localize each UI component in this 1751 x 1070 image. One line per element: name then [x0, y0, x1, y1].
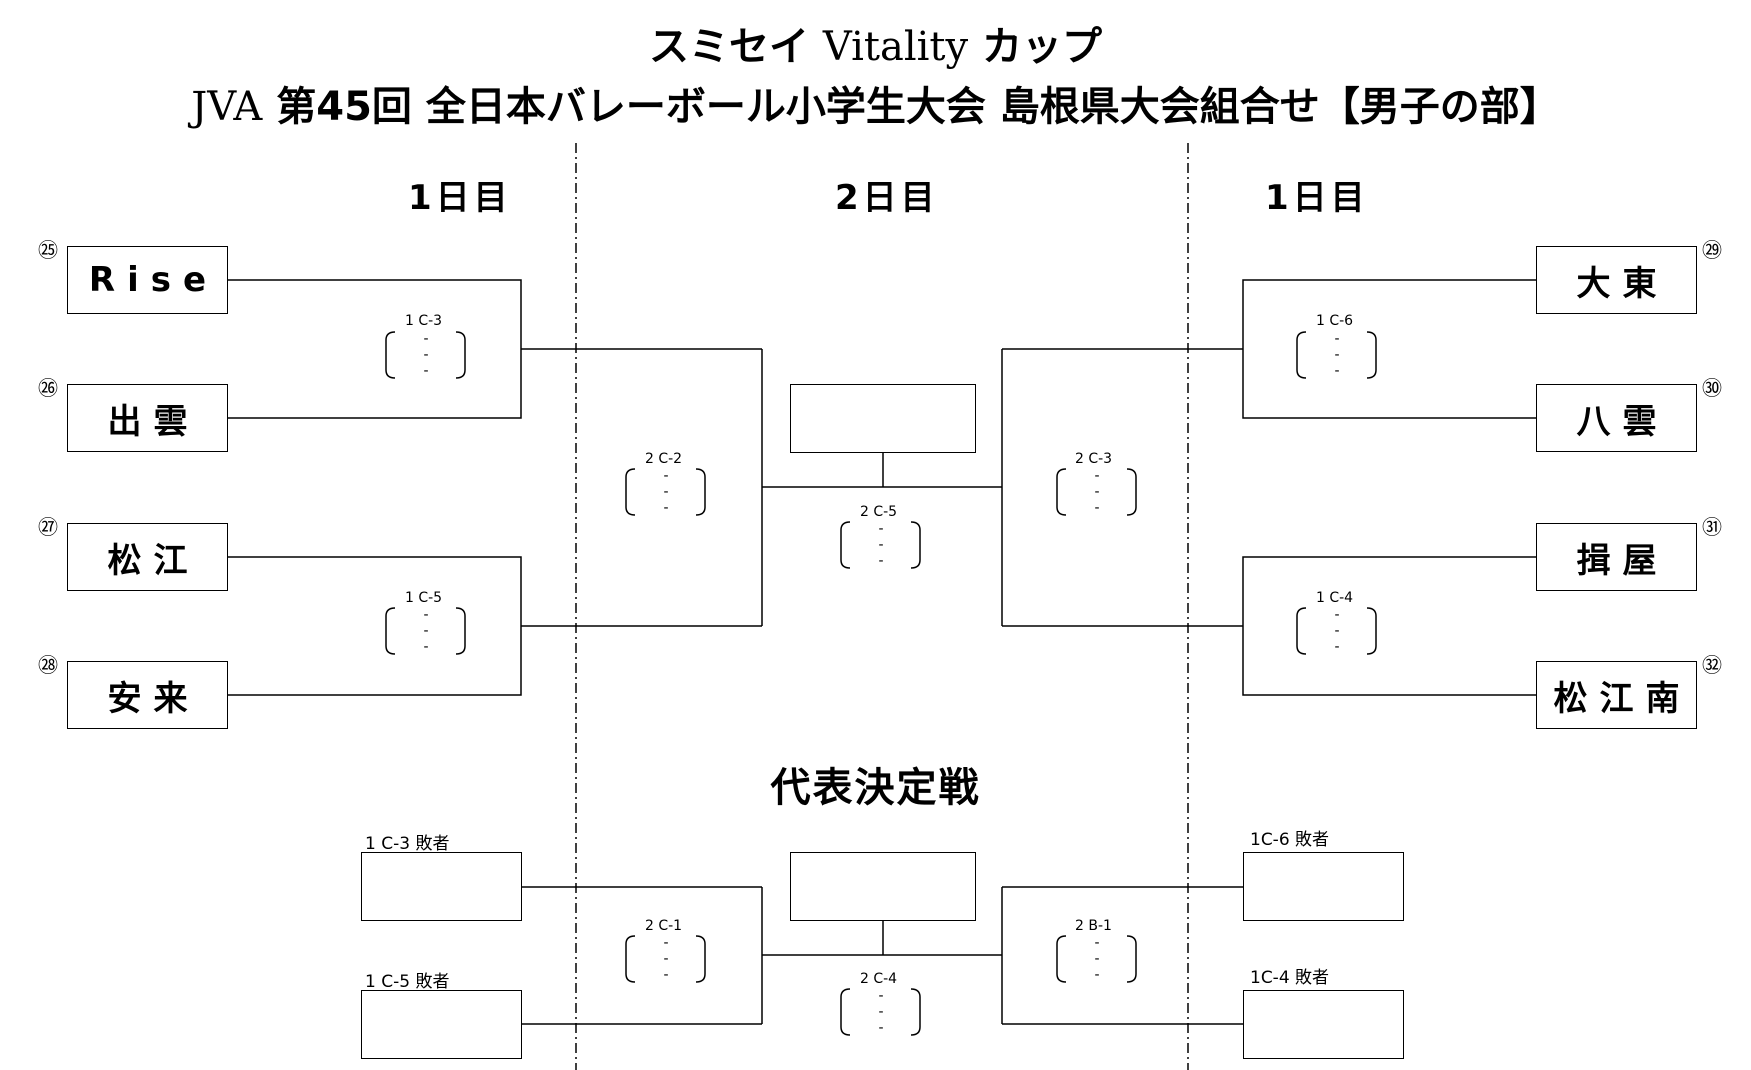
match-label: 1 C-4 [1316, 590, 1354, 606]
match-label: 2 C-4 [860, 971, 898, 987]
loser-box [1243, 852, 1404, 921]
score-bracket [1126, 935, 1137, 983]
team-box: Rise [67, 246, 228, 314]
seed-number: ㉗ [38, 515, 58, 539]
score-bracket [840, 521, 851, 569]
seed-number: ㉙ [1702, 238, 1722, 262]
bracket-line-left-top [228, 279, 522, 419]
match-label: 1 C-5 [405, 590, 443, 606]
score-bracket [625, 935, 636, 983]
score-bracket [1056, 468, 1067, 516]
score-bracket [1126, 468, 1137, 516]
score-placeholder: --- [1334, 607, 1340, 655]
seed-number: ㉜ [1702, 653, 1722, 677]
score-placeholder: --- [663, 935, 669, 983]
score-bracket [910, 988, 921, 1036]
team-box: 大東 [1536, 246, 1697, 314]
representative-winner-box [790, 852, 976, 921]
score-placeholder: --- [878, 521, 884, 569]
match-label: 2 C-1 [645, 918, 683, 934]
score-bracket [1296, 331, 1307, 379]
score-bracket [1296, 607, 1307, 655]
score-bracket [910, 521, 921, 569]
loser-label: 1C-6 敗者 [1250, 830, 1330, 850]
score-placeholder: --- [1094, 935, 1100, 983]
score-bracket [385, 331, 396, 379]
score-bracket [455, 331, 466, 379]
score-bracket [455, 607, 466, 655]
seed-number: ㉖ [38, 376, 58, 400]
score-placeholder: --- [1334, 331, 1340, 379]
loser-label: 1C-4 敗者 [1250, 968, 1330, 988]
winner-box [790, 384, 976, 453]
score-bracket [840, 988, 851, 1036]
team-box: 松江南 [1536, 661, 1697, 729]
match-label: 2 C-3 [1075, 451, 1113, 467]
score-bracket [385, 607, 396, 655]
match-label: 2 B-1 [1075, 918, 1112, 934]
score-placeholder: --- [423, 331, 429, 379]
page-title-line2: JVA 第45回 全日本バレーボール小学生大会 島根県大会組合せ【男子の部】 [191, 84, 1560, 130]
representative-heading: 代表決定戦 [770, 765, 981, 811]
score-bracket [625, 468, 636, 516]
loser-box [1243, 990, 1404, 1059]
match-label: 2 C-5 [860, 504, 898, 520]
seed-number: ㉚ [1702, 376, 1722, 400]
loser-box [361, 990, 522, 1059]
match-label: 1 C-6 [1316, 313, 1354, 329]
seed-number: ㉕ [38, 238, 58, 262]
loser-label: 1 C-3 敗者 [365, 834, 450, 854]
match-label: 1 C-3 [405, 313, 443, 329]
loser-box [361, 852, 522, 921]
score-placeholder: --- [423, 607, 429, 655]
team-box: 安来 [67, 661, 228, 729]
score-placeholder: --- [878, 988, 884, 1036]
team-box: 八雲 [1536, 384, 1697, 452]
day-label-right: 1日目 [1265, 178, 1369, 218]
seed-number: ㉛ [1702, 515, 1722, 539]
match-label: 2 C-2 [645, 451, 683, 467]
score-bracket [695, 935, 706, 983]
seed-number: ㉘ [38, 653, 58, 677]
bracket-line-left-bottom [228, 556, 522, 696]
day-label-left: 1日目 [408, 178, 512, 218]
page-title-line1: スミセイ Vitality カップ [648, 24, 1103, 70]
team-box: 揖屋 [1536, 523, 1697, 591]
score-bracket [1366, 607, 1377, 655]
score-placeholder: --- [663, 468, 669, 516]
team-box: 出雲 [67, 384, 228, 452]
score-bracket [695, 468, 706, 516]
loser-label: 1 C-5 敗者 [365, 972, 450, 992]
score-bracket [1366, 331, 1377, 379]
bracket-line-right-bottom [1242, 556, 1536, 696]
bracket-line-right-top [1242, 279, 1536, 419]
score-placeholder: --- [1094, 468, 1100, 516]
score-bracket [1056, 935, 1067, 983]
team-box: 松江 [67, 523, 228, 591]
day-label-center: 2日目 [835, 178, 939, 218]
